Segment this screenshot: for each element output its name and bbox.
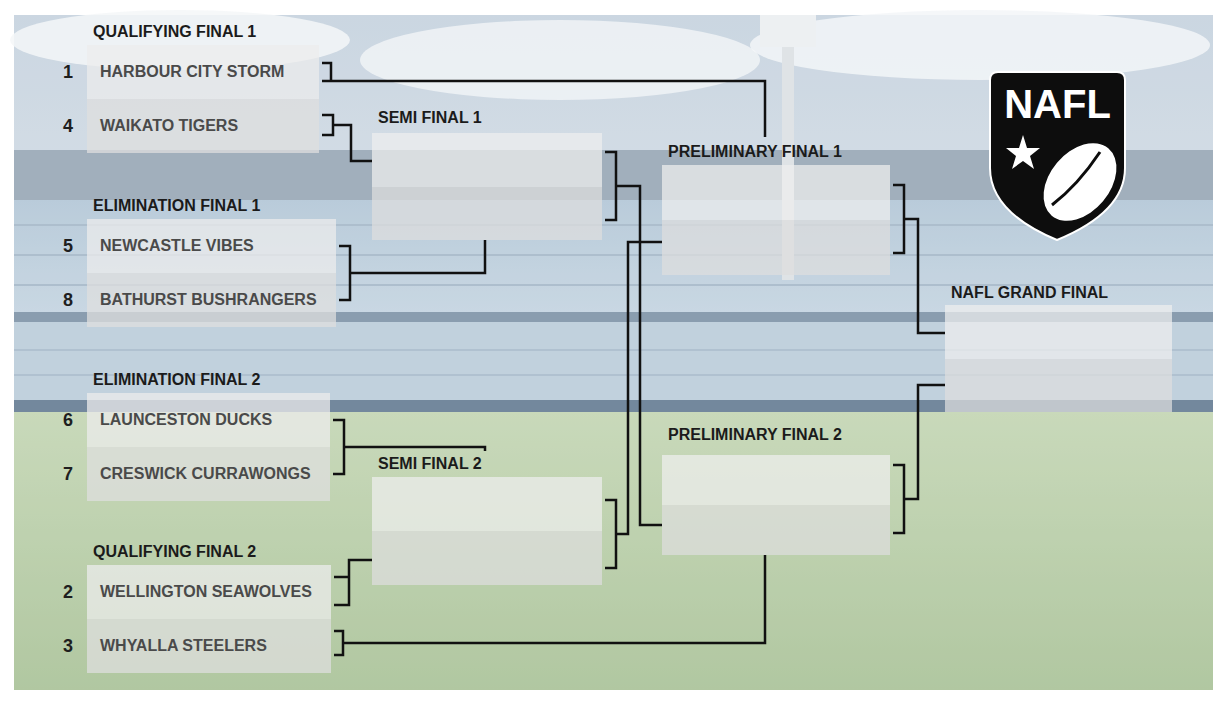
- final-heading: SEMI FINAL 2: [378, 452, 602, 476]
- result-box: [945, 305, 1172, 412]
- result-box: [372, 133, 602, 240]
- bracket-connector: [322, 115, 372, 161]
- wash-overlay: [14, 15, 1213, 690]
- final-group: ELIMINATION FINAL 1 NEWCASTLE VIBES BATHUR…: [87, 194, 336, 327]
- team-box: BATHURST BUSHRANGERS: [87, 273, 336, 327]
- final-slot: SEMI FINAL 2: [372, 452, 602, 585]
- final-heading: SEMI FINAL 1: [378, 106, 602, 130]
- team-name: LAUNCESTON DUCKS: [100, 411, 272, 429]
- result-row: [662, 165, 890, 220]
- result-row: [372, 133, 602, 187]
- team-name: BATHURST BUSHRANGERS: [100, 291, 317, 309]
- bracket-connector: [339, 240, 485, 300]
- logo-text: NAFL: [990, 82, 1125, 126]
- bracket-connector: [322, 63, 765, 137]
- team-name: WHYALLA STEELERS: [100, 637, 267, 655]
- result-row: [662, 505, 890, 555]
- team-box: WHYALLA STEELERS: [87, 619, 331, 673]
- logo-football: [1029, 129, 1132, 235]
- seed-number: 8: [57, 289, 79, 311]
- result-box: [372, 477, 602, 585]
- final-heading: PRELIMINARY FINAL 1: [668, 140, 890, 164]
- result-row: [662, 455, 890, 505]
- final-slot: SEMI FINAL 1: [372, 106, 602, 240]
- team-box: WAIKATO TIGERS: [87, 99, 319, 153]
- final-heading: QUALIFYING FINAL 2: [93, 540, 331, 564]
- seed-number: 7: [57, 463, 79, 485]
- final-group: QUALIFYING FINAL 2 WELLINGTON SEAWOLVES WH…: [87, 540, 331, 673]
- result-box: [662, 455, 890, 555]
- seed-number: 2: [57, 581, 79, 603]
- bracket-connector: [893, 185, 945, 333]
- result-row: [662, 220, 890, 275]
- bracket-connector: [605, 242, 662, 568]
- final-slot: PRELIMINARY FINAL 1: [662, 140, 890, 275]
- seed-number: 1: [57, 61, 79, 83]
- result-row: [372, 187, 602, 241]
- final-heading: ELIMINATION FINAL 2: [93, 368, 330, 392]
- seed-number: 6: [57, 409, 79, 431]
- seed-number: 4: [57, 115, 79, 137]
- team-box: HARBOUR CITY STORM: [87, 45, 319, 99]
- final-slot: NAFL GRAND FINAL: [945, 281, 1172, 412]
- final-heading: PRELIMINARY FINAL 2: [668, 423, 890, 447]
- team-box: WELLINGTON SEAWOLVES: [87, 565, 331, 619]
- result-row: [372, 531, 602, 585]
- team-name: NEWCASTLE VIBES: [100, 237, 254, 255]
- final-group: ELIMINATION FINAL 2 LAUNCESTON DUCKS CRESW…: [87, 368, 330, 501]
- seed-number: 3: [57, 635, 79, 657]
- result-box: [662, 165, 890, 275]
- final-heading: ELIMINATION FINAL 1: [93, 194, 336, 218]
- bracket-connector: [893, 385, 945, 533]
- team-name: HARBOUR CITY STORM: [100, 63, 284, 81]
- team-name: WELLINGTON SEAWOLVES: [100, 583, 312, 601]
- final-heading: QUALIFYING FINAL 1: [93, 20, 319, 44]
- logo-football-seam: [1052, 152, 1100, 205]
- result-row: [945, 305, 1172, 359]
- result-row: [945, 359, 1172, 413]
- final-heading: NAFL GRAND FINAL: [951, 281, 1172, 305]
- logo-star: [1006, 135, 1040, 169]
- final-slot: PRELIMINARY FINAL 2: [662, 423, 890, 555]
- team-box: CRESWICK CURRAWONGS: [87, 447, 330, 501]
- result-row: [372, 477, 602, 531]
- seed-number: 5: [57, 235, 79, 257]
- sky: [14, 15, 1213, 690]
- team-name: WAIKATO TIGERS: [100, 117, 238, 135]
- bracket-connector: [605, 152, 662, 525]
- team-box: LAUNCESTON DUCKS: [87, 393, 330, 447]
- team-box: NEWCASTLE VIBES: [87, 219, 336, 273]
- bracket-connector: [334, 560, 372, 605]
- final-group: QUALIFYING FINAL 1 HARBOUR CITY STORM WAIK…: [87, 20, 319, 153]
- team-name: CRESWICK CURRAWONGS: [100, 465, 311, 483]
